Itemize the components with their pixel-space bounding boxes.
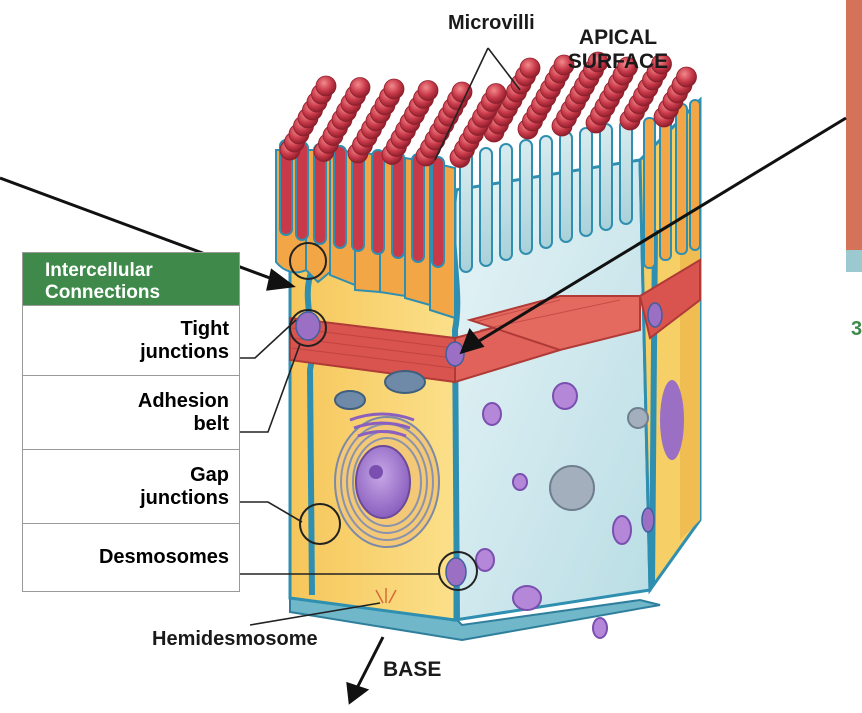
legend-item-adhesion-belt: Adhesion belt [23,375,239,449]
microvillus-tip [315,75,337,97]
legend-item-label: Tight junctions [140,317,229,363]
base-label: BASE [383,658,442,681]
legend-item-label: Desmosomes [98,546,229,568]
microvillus-tip [451,81,473,103]
microvillus-tip [676,66,697,88]
mitochondrion-1 [334,390,366,410]
cell-membrane-right [649,229,658,586]
junction-markers [295,302,663,587]
mitochondrion-2 [384,370,426,394]
microvilli-label: Microvilli [448,12,535,34]
microvillus-tip [651,53,672,75]
microvillus-tip [553,54,575,76]
microvillus-tip [519,57,541,79]
blue-cell-vesicles [475,382,632,639]
intercellular-connections-legend: Intercellular Connections Tight junction… [22,252,240,592]
right-cell-nucleus [660,380,684,460]
leader-lines [238,47,521,626]
vesicle-gray [549,465,595,511]
photo-strip [846,0,862,272]
microvillus-tip [417,80,439,101]
legend-item-tight-junctions: Tight junctions [23,305,239,375]
legend-item-label: Gap junctions [140,463,229,509]
microvillus-tip [617,56,638,78]
vesicle-gray-2 [627,407,649,429]
edge-number: 3 [851,318,862,340]
microvilli-tops [279,51,697,168]
hemidesmosome-fibers [375,588,397,604]
nucleus [355,445,411,519]
legend-item-label: Adhesion belt [137,389,229,435]
apical-surface-label: APICAL SURFACE [567,26,669,73]
microvillus-tip [587,51,609,73]
legend-title: Intercellular Connections [23,253,239,305]
nucleolus [369,465,383,479]
callout-circles [289,242,478,591]
photo-strip-bottom [846,250,862,272]
legend-title-text: Intercellular Connections [45,260,161,303]
microvillus-tip [349,77,371,98]
pointer-arrows [0,116,847,705]
legend-item-gap-junctions: Gap junctions [23,449,239,523]
hemidesmosome-label: Hemidesmosome [152,628,318,650]
villi-right-face [643,99,701,269]
microvillus-tip [485,83,507,104]
microvillus-tip [383,78,405,100]
legend-item-desmosomes: Desmosomes [23,523,239,591]
golgi [349,412,415,438]
villi-blue-face [459,119,633,273]
